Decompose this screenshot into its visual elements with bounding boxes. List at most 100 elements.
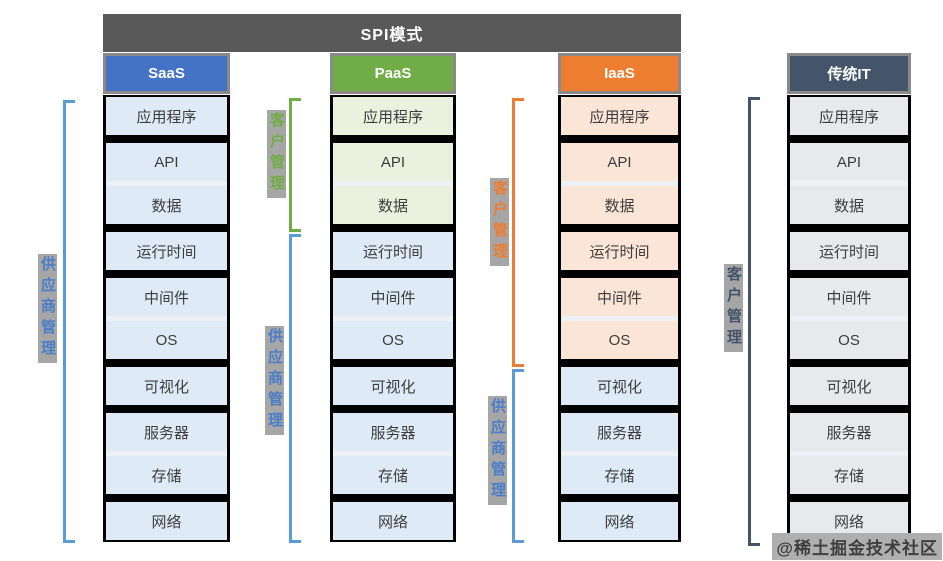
cell-runtime: 运行时间 — [333, 232, 453, 270]
block-network: 网络 — [561, 502, 678, 540]
cell-os: OS — [790, 321, 908, 359]
block-divider — [561, 316, 678, 321]
block-divider — [561, 181, 678, 186]
block-divider — [106, 451, 227, 456]
cell-network: 网络 — [561, 502, 678, 540]
cell-virtualization: 可视化 — [790, 367, 908, 405]
block-server-storage: 服务器 存储 — [333, 413, 453, 494]
bracket-paas-customer — [289, 98, 301, 232]
label-iaas-vendor-management: 供应商管理 — [488, 396, 507, 505]
cell-data: 数据 — [106, 186, 227, 224]
label-saas-vendor-management: 供应商管理 — [38, 254, 57, 363]
block-divider — [790, 181, 908, 186]
block-middleware-os: 中间件 OS — [790, 278, 908, 359]
label-paas-customer-management: 客户管理 — [267, 110, 286, 198]
block-virtualization: 可视化 — [790, 367, 908, 405]
column-header-saas-label: SaaS — [148, 65, 185, 82]
block-application: 应用程序 — [106, 97, 227, 135]
block-divider — [333, 316, 453, 321]
block-api-data: API 数据 — [790, 143, 908, 224]
cell-api: API — [561, 143, 678, 181]
block-application: 应用程序 — [561, 97, 678, 135]
cell-os: OS — [333, 321, 453, 359]
watermark: @稀土掘金技术社区 — [772, 533, 942, 560]
cell-application: 应用程序 — [333, 97, 453, 135]
cell-server: 服务器 — [790, 413, 908, 451]
block-runtime: 运行时间 — [106, 232, 227, 270]
cell-network: 网络 — [106, 502, 227, 540]
cell-middleware: 中间件 — [106, 278, 227, 316]
block-network: 网络 — [106, 502, 227, 540]
cell-server: 服务器 — [561, 413, 678, 451]
column-header-traditional-it: 传统IT — [787, 53, 911, 94]
cell-virtualization: 可视化 — [106, 367, 227, 405]
cell-data: 数据 — [333, 186, 453, 224]
block-middleware-os: 中间件 OS — [106, 278, 227, 359]
cell-middleware: 中间件 — [333, 278, 453, 316]
cell-os: OS — [106, 321, 227, 359]
cell-middleware: 中间件 — [790, 278, 908, 316]
column-header-iaas-label: IaaS — [604, 65, 635, 82]
cell-runtime: 运行时间 — [790, 232, 908, 270]
block-divider — [106, 316, 227, 321]
cell-os: OS — [561, 321, 678, 359]
cell-virtualization: 可视化 — [561, 367, 678, 405]
cell-data: 数据 — [561, 186, 678, 224]
column-header-paas-label: PaaS — [374, 65, 412, 82]
cell-api: API — [333, 143, 453, 181]
block-divider — [333, 181, 453, 186]
cell-api: API — [790, 143, 908, 181]
spi-model-title: SPI模式 — [360, 27, 424, 44]
cell-network: 网络 — [333, 502, 453, 540]
stack-paas: 应用程序 API 数据 运行时间 中间件 OS 可视化 服务器 存储 网络 — [330, 95, 456, 542]
block-runtime: 运行时间 — [333, 232, 453, 270]
stack-iaas: 应用程序 API 数据 运行时间 中间件 OS 可视化 服务器 存储 网络 — [558, 95, 681, 542]
bracket-iaas-customer — [512, 98, 524, 367]
bracket-iaas-vendor — [512, 369, 524, 543]
spi-model-title-band: SPI模式 — [103, 14, 681, 52]
cell-data: 数据 — [790, 186, 908, 224]
cell-api: API — [106, 143, 227, 181]
column-header-paas: PaaS — [330, 53, 456, 94]
block-server-storage: 服务器 存储 — [106, 413, 227, 494]
block-network: 网络 — [333, 502, 453, 540]
block-api-data: API 数据 — [106, 143, 227, 224]
block-server-storage: 服务器 存储 — [790, 413, 908, 494]
label-iaas-customer-management: 客户管理 — [490, 178, 509, 266]
cell-storage: 存储 — [333, 456, 453, 494]
column-header-traditional-it-label: 传统IT — [827, 66, 871, 83]
block-api-data: API 数据 — [333, 143, 453, 224]
block-divider — [333, 451, 453, 456]
label-paas-vendor-management: 供应商管理 — [265, 326, 284, 435]
block-middleware-os: 中间件 OS — [333, 278, 453, 359]
block-server-storage: 服务器 存储 — [561, 413, 678, 494]
bracket-saas-vendor — [63, 100, 75, 543]
cell-runtime: 运行时间 — [561, 232, 678, 270]
block-virtualization: 可视化 — [561, 367, 678, 405]
cell-server: 服务器 — [106, 413, 227, 451]
cell-runtime: 运行时间 — [106, 232, 227, 270]
cell-storage: 存储 — [790, 456, 908, 494]
stack-traditional-it: 应用程序 API 数据 运行时间 中间件 OS 可视化 服务器 存储 网络 — [787, 95, 911, 542]
block-divider — [561, 451, 678, 456]
column-header-iaas: IaaS — [558, 53, 681, 94]
cell-application: 应用程序 — [106, 97, 227, 135]
block-virtualization: 可视化 — [333, 367, 453, 405]
cell-application: 应用程序 — [790, 97, 908, 135]
bracket-paas-vendor — [289, 234, 301, 543]
cell-application: 应用程序 — [561, 97, 678, 135]
block-runtime: 运行时间 — [561, 232, 678, 270]
block-api-data: API 数据 — [561, 143, 678, 224]
block-runtime: 运行时间 — [790, 232, 908, 270]
cell-storage: 存储 — [106, 456, 227, 494]
bracket-traditional-customer — [748, 97, 760, 546]
column-header-saas: SaaS — [103, 53, 230, 94]
block-divider — [106, 181, 227, 186]
block-application: 应用程序 — [790, 97, 908, 135]
block-application: 应用程序 — [333, 97, 453, 135]
block-virtualization: 可视化 — [106, 367, 227, 405]
label-traditional-customer-management: 客户管理 — [724, 264, 743, 352]
cell-server: 服务器 — [333, 413, 453, 451]
cell-virtualization: 可视化 — [333, 367, 453, 405]
